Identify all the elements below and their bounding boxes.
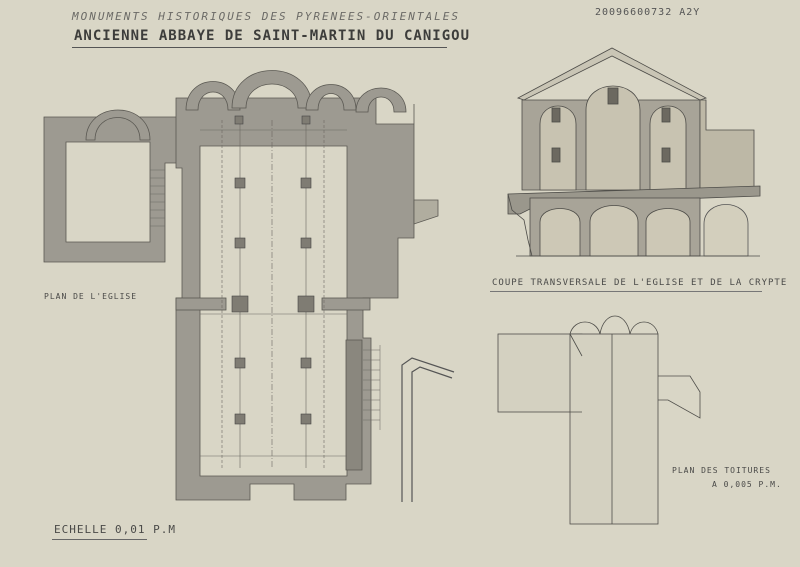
right-annex	[345, 339, 363, 471]
section-upper-arch-center	[585, 85, 641, 191]
roof-main-block	[569, 333, 659, 525]
apse-4	[355, 87, 407, 113]
roof-slope-left	[569, 333, 583, 413]
crossing-wall-right	[321, 297, 371, 311]
main-scale: ECHELLE 0,01 P.M	[54, 523, 176, 536]
section-window-4	[551, 147, 561, 163]
left-chapel-walls	[43, 116, 189, 263]
page-title: ANCIENNE ABBAYE DE SAINT-MARTIN DU CANIG…	[74, 28, 471, 44]
corridor-wall	[401, 357, 455, 502]
crypt-arch-2	[589, 205, 639, 257]
roof-plan-scale: A 0,005 P.M.	[712, 480, 782, 489]
scale-underline	[52, 539, 147, 540]
nave-columns	[231, 115, 315, 425]
title-underline	[72, 47, 447, 48]
rock-outline	[507, 193, 533, 257]
crypt-arch-1	[539, 208, 581, 257]
crypt-arch-3	[645, 208, 691, 257]
label-cross-section: COUPE TRANSVERSALE DE L'EGLISE ET DE LA …	[492, 278, 788, 288]
right-stairs	[363, 345, 381, 430]
crossing-wall-left	[175, 297, 227, 311]
section-window-1	[551, 107, 561, 123]
header-subtitle: MONUMENTS HISTORIQUES DES PYRENEES-ORIEN…	[72, 10, 461, 23]
roof-left-block	[497, 333, 583, 413]
section-window-2	[607, 87, 619, 105]
roof-apses	[569, 315, 659, 335]
church-floor-plan	[43, 70, 455, 502]
nave-interior	[200, 120, 347, 468]
section-window-3	[661, 107, 671, 123]
left-chapel-apse	[85, 109, 151, 141]
section-side-building	[699, 99, 755, 191]
right-exterior-wall	[413, 199, 439, 225]
chapel-stairs	[150, 169, 165, 227]
cross-section	[507, 47, 761, 257]
cross-section-underline	[490, 291, 762, 292]
apse-1	[185, 81, 241, 111]
section-window-5	[661, 147, 671, 163]
crypt-side-arch	[703, 204, 749, 257]
roof-side-lean	[658, 375, 701, 419]
reference-code: 20096600732 A2Y	[595, 7, 701, 18]
label-church-plan: PLAN DE L'EGLISE	[44, 292, 138, 301]
roof-plan	[497, 315, 701, 525]
label-roof-plan: PLAN DES TOITURES	[672, 466, 771, 475]
